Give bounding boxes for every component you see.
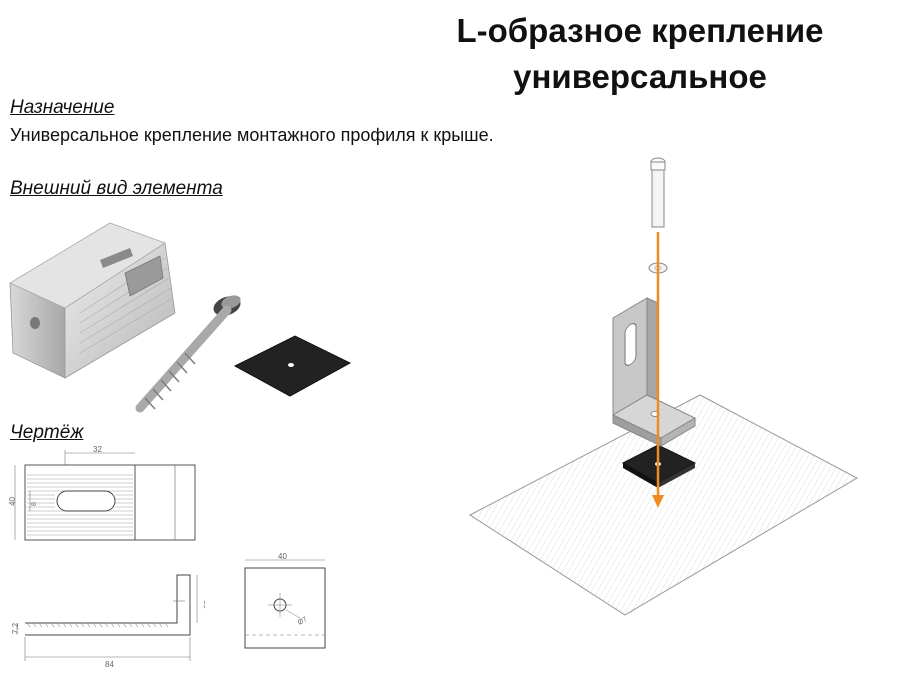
top-height-dimension: 40 — [8, 497, 17, 506]
title-line-1: L-образное крепление — [456, 12, 824, 49]
l-bracket — [611, 297, 697, 447]
title-line-2: универсальное — [513, 58, 767, 95]
drawing-pad-view: 40 Ø7 — [244, 552, 326, 649]
rubber-pad-photo — [233, 335, 352, 397]
appearance-heading: Внешний вид элемента — [10, 178, 223, 199]
bracket-photo — [9, 222, 176, 379]
drawing-heading: Чертёж — [10, 422, 84, 443]
arrow-head-icon — [652, 495, 664, 508]
top-width-dimension: 32 — [93, 445, 102, 454]
roof-surface — [469, 394, 859, 616]
pad-hole-dimension: Ø7 — [297, 616, 309, 627]
purpose-text: Универсальное крепление монтажного профи… — [10, 125, 494, 145]
side-height-dimension: 38 — [203, 600, 205, 609]
product-photo — [9, 222, 352, 413]
pad-width-dimension: 40 — [278, 552, 287, 561]
assembly-diagram — [469, 157, 859, 616]
side-length-dimension: 84 — [105, 660, 114, 669]
page-title: L-образное крепление универсальное — [420, 8, 860, 100]
screw — [650, 157, 666, 228]
top-slot-dimension: 8 — [31, 502, 38, 506]
purpose-heading: Назначение — [10, 97, 115, 118]
drawing-side-view: 84 38 7,2 — [11, 574, 205, 669]
side-thickness-dimension: 7,2 — [11, 622, 20, 634]
screw-photo — [135, 295, 241, 413]
drawing-top-view: 32 40 8 — [8, 445, 196, 541]
